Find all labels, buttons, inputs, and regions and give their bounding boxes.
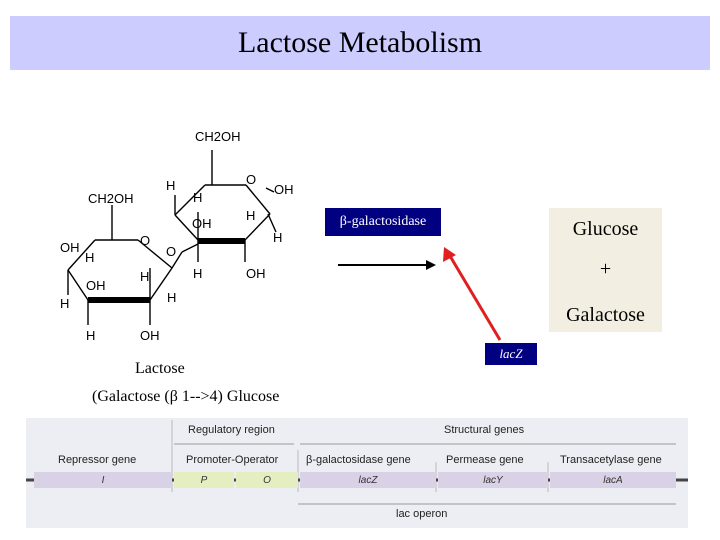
- atom-label: H: [86, 328, 95, 343]
- plus-sign: +: [599, 258, 612, 280]
- lac-operon-label: lac operon: [396, 508, 448, 520]
- atom-label: O: [140, 233, 150, 248]
- lac-operon-diagram: Regulatory region Structural genes Repre…: [26, 418, 688, 528]
- atom-label: H: [246, 208, 255, 223]
- enzyme-label: β-galactosidase: [325, 208, 441, 236]
- promoter-operator-label: Promoter-Operator: [186, 454, 279, 466]
- atom-label: OH: [140, 328, 160, 343]
- gene-product-arrowhead: [443, 247, 456, 262]
- atom-label: OH: [246, 266, 266, 281]
- structural-genes-label: Structural genes: [444, 424, 525, 436]
- page-title: Lactose Metabolism: [237, 26, 483, 59]
- product-glucose: Glucose: [572, 218, 639, 240]
- atom-label: OH: [86, 278, 106, 293]
- segment-I: I: [34, 472, 172, 488]
- atom-label: O: [166, 244, 176, 259]
- atom-label: H: [273, 230, 282, 245]
- atom-label: O: [246, 172, 256, 187]
- atom-label: H: [60, 296, 69, 311]
- regulatory-region-label: Regulatory region: [188, 424, 275, 436]
- atom-label: H: [167, 290, 176, 305]
- lactose-label: Lactose: [135, 360, 185, 377]
- atom-label: H: [85, 250, 94, 265]
- atom-label: H: [193, 266, 202, 281]
- segment-lacA: lacA: [550, 472, 676, 488]
- gene-product-arrow: [448, 255, 502, 341]
- bgal-gene-label: β-galactosidase gene: [306, 454, 411, 466]
- atom-label: OH: [60, 240, 80, 255]
- atom-label: CH2OH: [88, 191, 134, 206]
- transacetylase-gene-label: Transacetylase gene: [560, 454, 662, 466]
- segment-lacZ: lacZ: [300, 472, 436, 488]
- product-galactose: Galactose: [566, 304, 645, 326]
- atom-label: H: [193, 190, 202, 205]
- segment-P: P: [174, 472, 234, 488]
- title-bar: Lactose Metabolism: [10, 16, 710, 70]
- atom-label: H: [166, 178, 175, 193]
- atom-label: OH: [274, 182, 294, 197]
- atom-label: H: [140, 269, 149, 284]
- lacz-label: lacZ: [485, 343, 537, 365]
- segment-lacY: lacY: [438, 472, 548, 488]
- atom-label: CH2OH: [195, 129, 241, 144]
- segment-O: O: [236, 472, 298, 488]
- reaction-arrowhead: [426, 260, 436, 270]
- atom-label: OH: [192, 216, 212, 231]
- repressor-gene-label: Repressor gene: [58, 454, 137, 466]
- products-box: Glucose + Galactose: [549, 208, 662, 332]
- linkage-label: (Galactose (β 1-->4) Glucose: [92, 388, 280, 405]
- permease-gene-label: Permease gene: [446, 454, 524, 466]
